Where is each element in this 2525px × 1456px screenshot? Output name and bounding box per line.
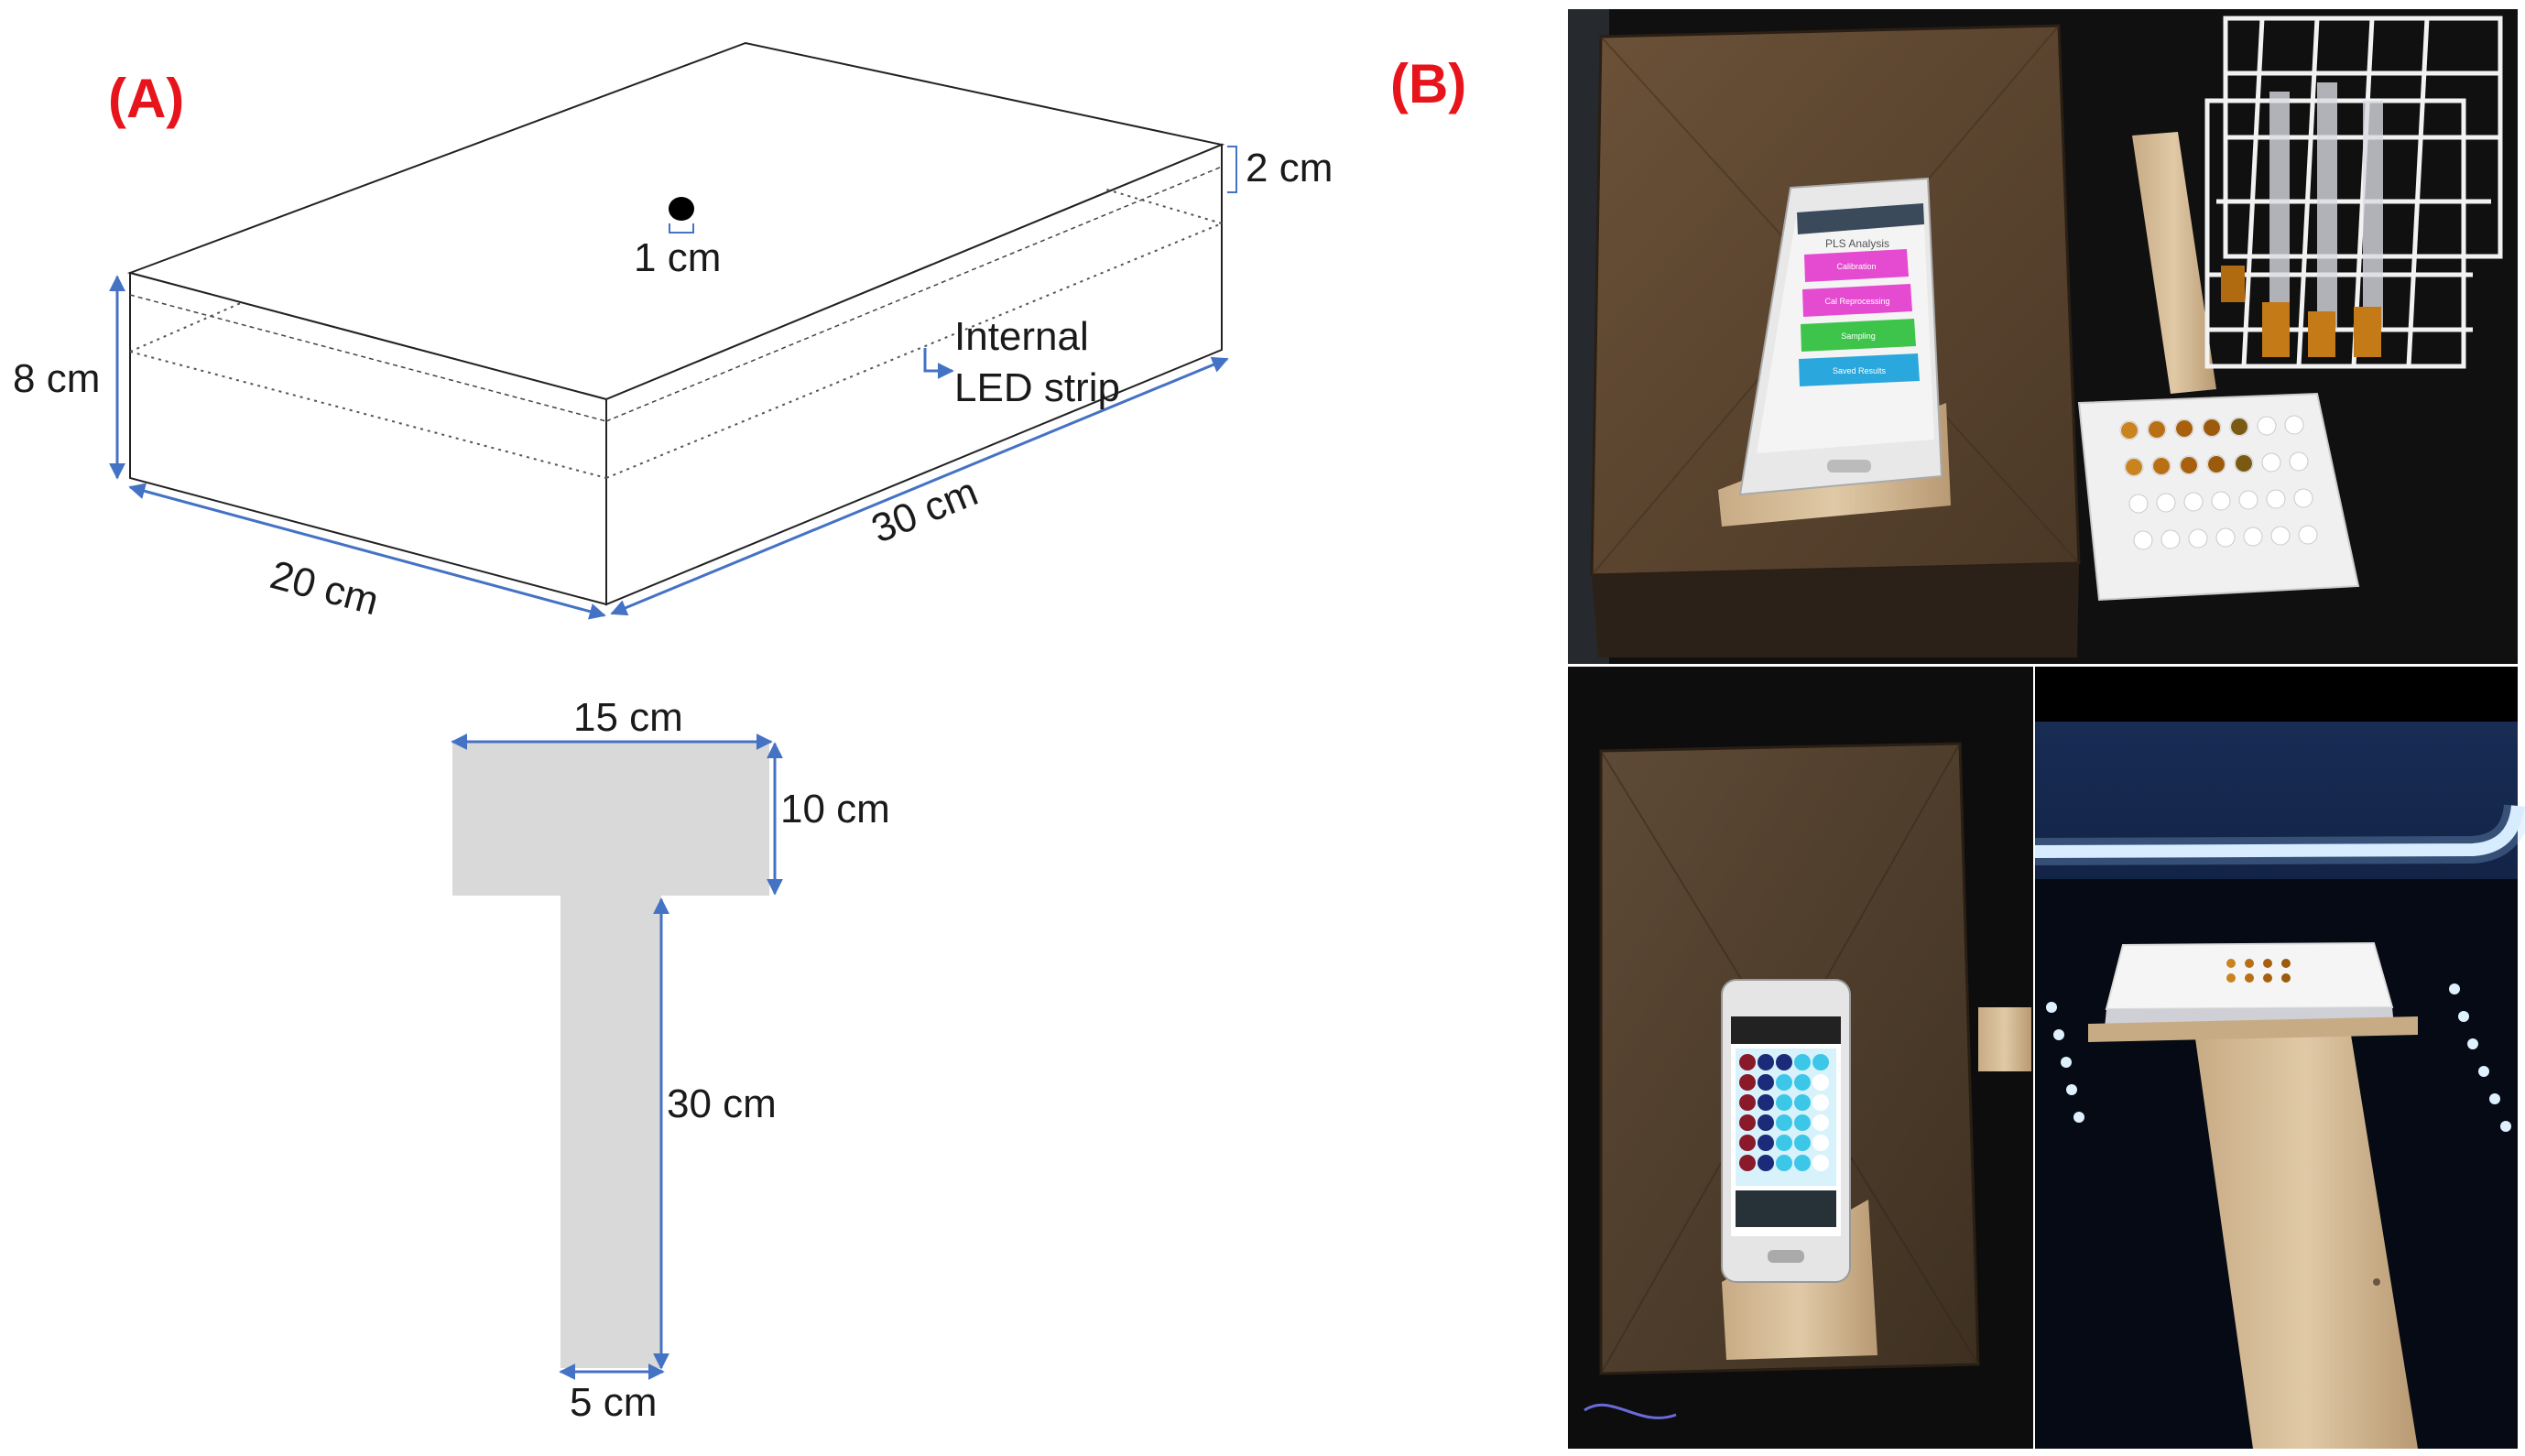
smartphone: PLS Analysis Calibration Cal Reprocessin… (1738, 177, 1943, 496)
camera-hole (669, 197, 694, 221)
width-arrow (128, 483, 606, 620)
svg-text:Cal Reprocessing: Cal Reprocessing (1824, 297, 1889, 306)
dim-stem-length: 30 cm (667, 1081, 777, 1126)
holder-stem (561, 894, 661, 1368)
phone-btn-sampling (1801, 319, 1916, 352)
led-strip-front (129, 351, 607, 479)
svg-text:Calibration: Calibration (1836, 262, 1876, 271)
dim-hole: 1 cm (634, 235, 722, 280)
dim-holder-top-width: 15 cm (573, 695, 683, 740)
cardboard-strip (2132, 132, 2216, 394)
photo-phone-on-box (1568, 667, 2033, 1449)
svg-text:Sampling: Sampling (1841, 331, 1876, 341)
dim-top-thickness: 2 cm (1246, 146, 1333, 190)
led-label-line2: LED strip (954, 365, 1120, 410)
hole-bracket (669, 223, 694, 234)
panel-label-a: (A) (108, 68, 185, 129)
photo-box-interior (2034, 667, 2525, 1449)
photo-setup-overview: PLS Analysis Calibration Cal Reprocessin… (1568, 9, 2518, 664)
panel-label-b: (B) (1390, 53, 1467, 114)
well-plate (2077, 392, 2360, 602)
phone-well-grid (1736, 1049, 1836, 1186)
svg-text:Saved Results: Saved Results (1833, 366, 1887, 375)
cardboard-tab (1978, 1007, 2031, 1071)
led-strip-glow (2034, 805, 2524, 858)
thickness-bracket (1227, 146, 1237, 193)
length-arrow (610, 356, 1229, 616)
led-strip-back2 (1103, 188, 1223, 224)
holder-in-box (2193, 1024, 2418, 1449)
dim-box-height: 8 cm (13, 356, 101, 401)
dim-holder-top-height: 10 cm (780, 787, 890, 831)
holder-top (452, 742, 769, 896)
box-body (1592, 563, 2079, 657)
holder-diagram (451, 733, 783, 1380)
filled-wells (2121, 418, 2252, 475)
led-label-line1: Internal (954, 314, 1089, 359)
inside-wells (2226, 959, 2291, 983)
phone-screen-title: PLS Analysis (1825, 237, 1889, 250)
dim-stem-width: 5 cm (570, 1380, 658, 1425)
phone-btn-cal-reprocessing (1802, 284, 1912, 317)
box-diagram (109, 41, 1237, 620)
phone-btn-calibration (1804, 249, 1909, 282)
phone-btn-saved-results (1799, 353, 1920, 386)
smartphone-2 (1721, 979, 1851, 1283)
sample-tubes (2221, 82, 2383, 357)
led-dots (2046, 983, 2511, 1132)
